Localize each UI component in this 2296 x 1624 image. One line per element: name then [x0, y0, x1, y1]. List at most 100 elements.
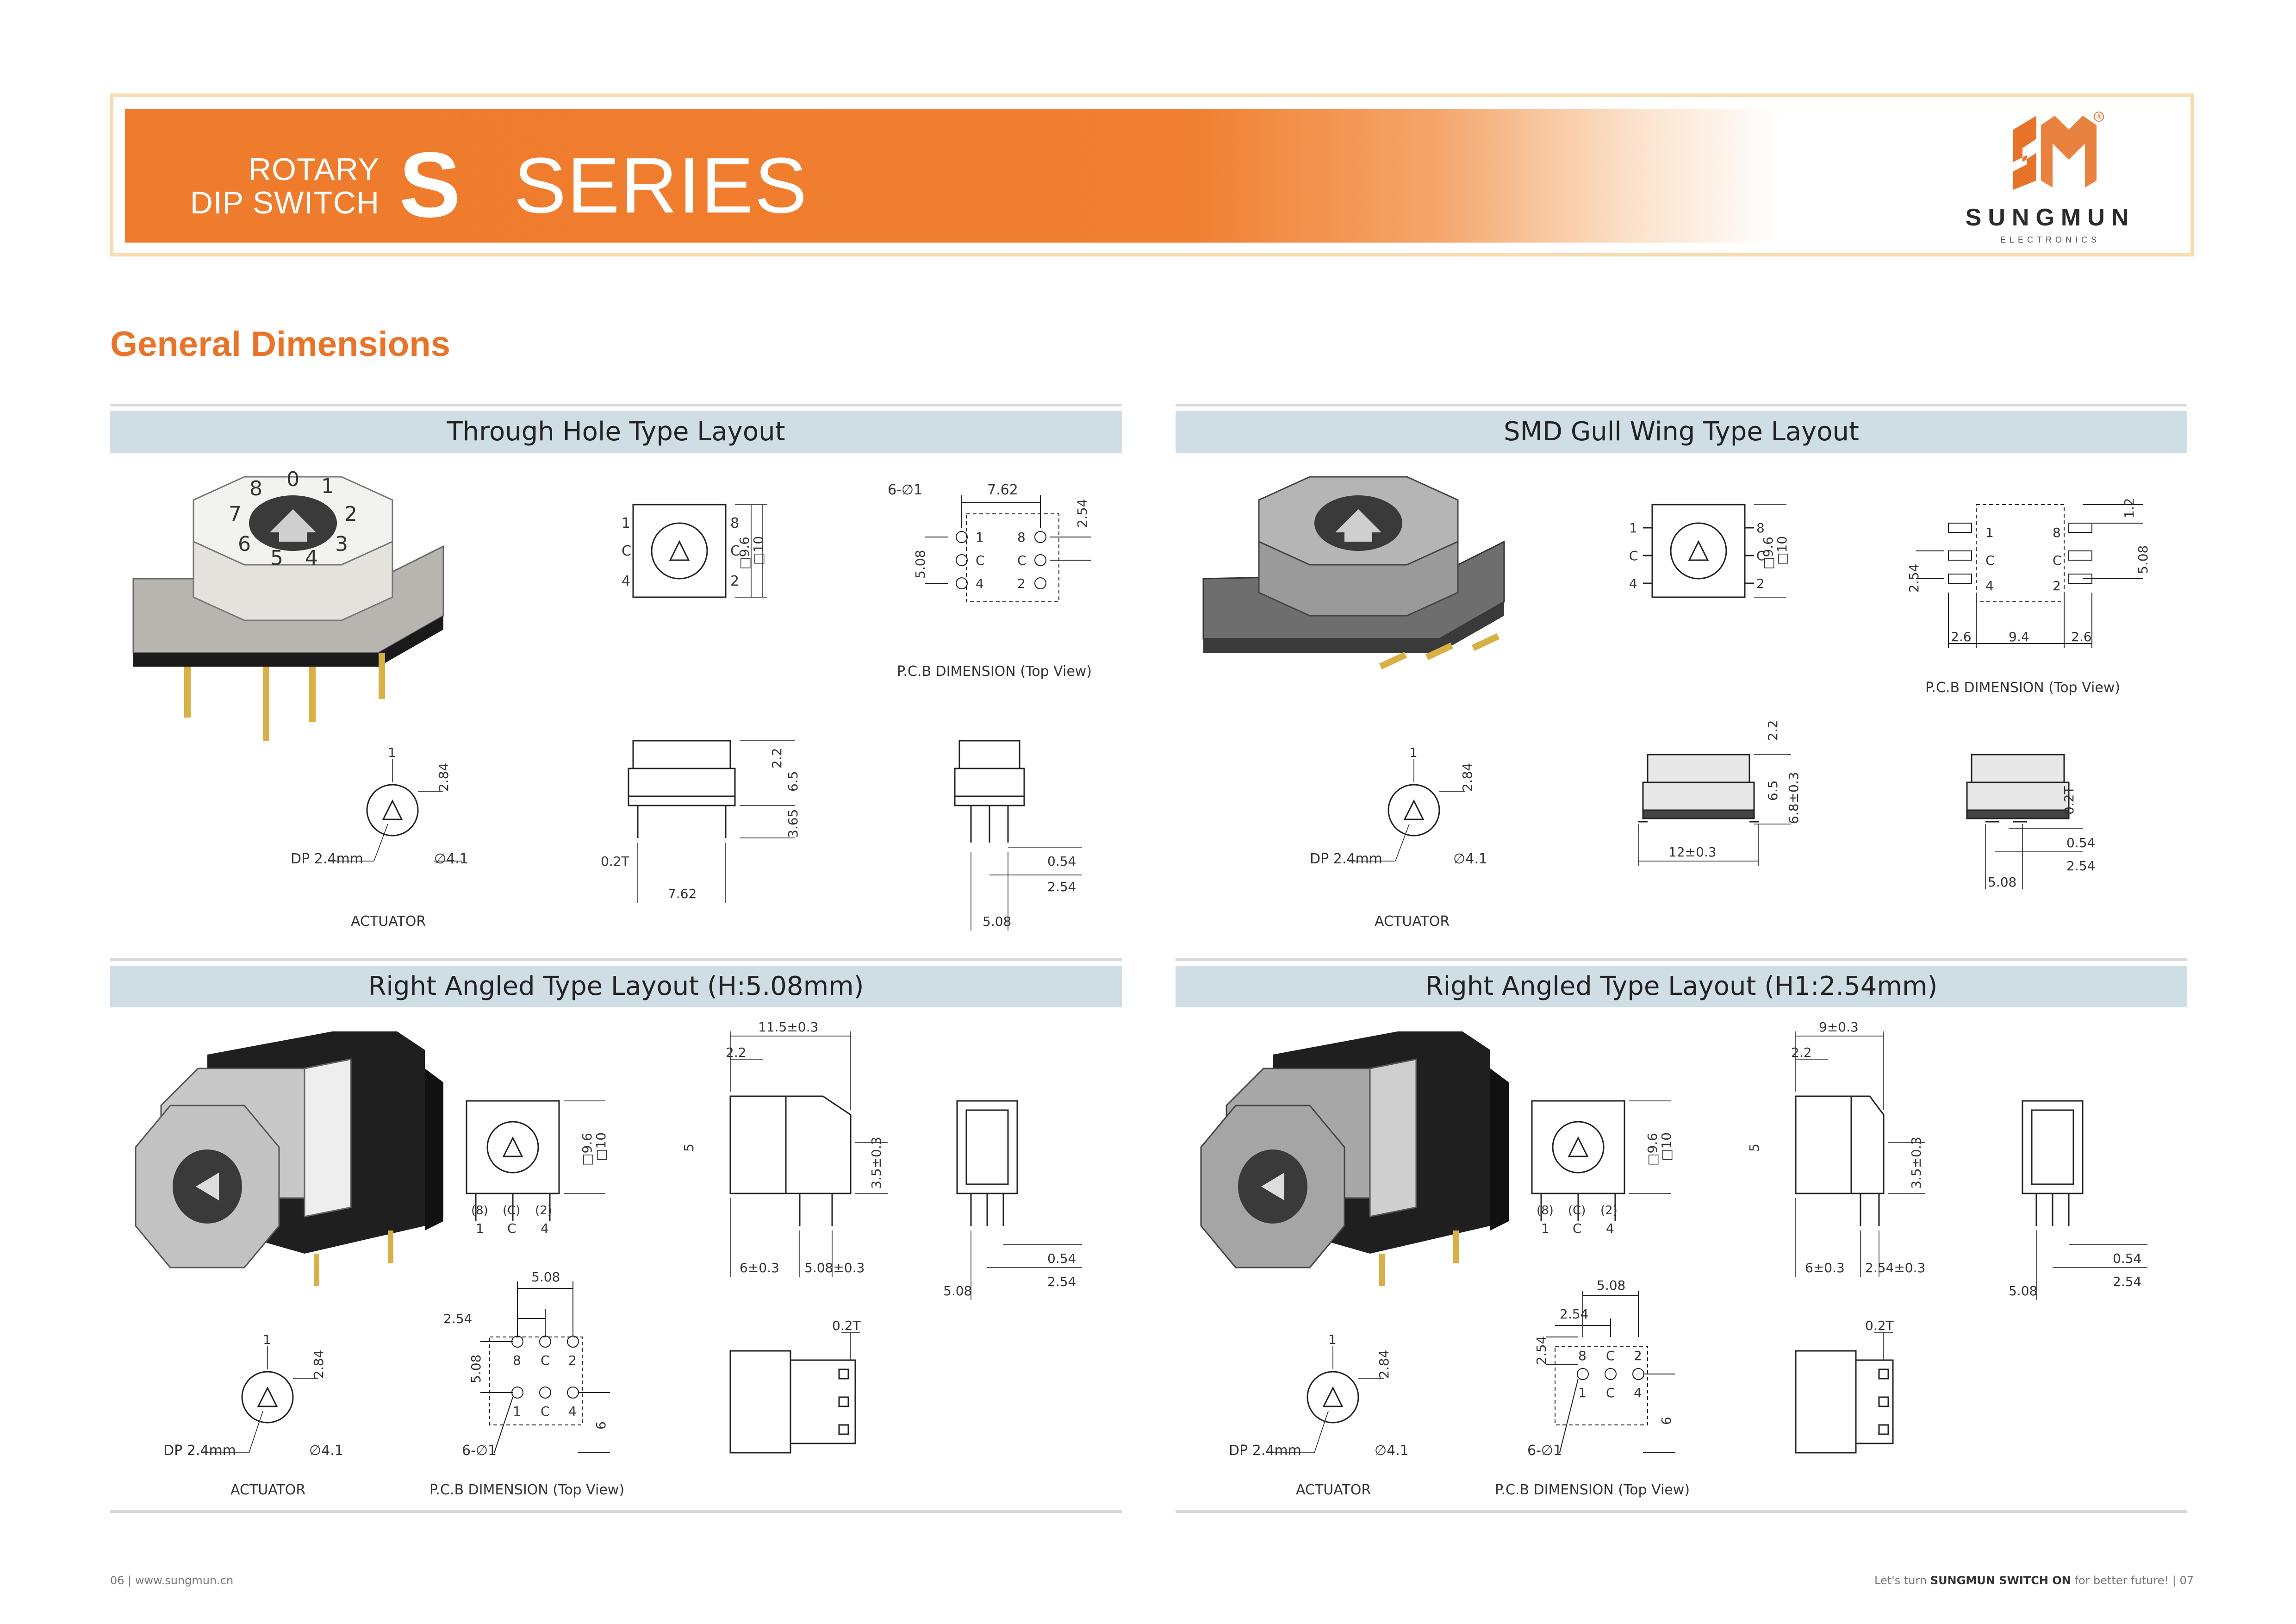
actuator-dimension: 2.84: [311, 1350, 326, 1379]
banner-strip: [125, 109, 2050, 243]
pcb-pin-label: C: [1606, 1385, 1615, 1400]
actuator-dimension: 1: [263, 1332, 271, 1347]
side-dimension: 3.65: [785, 809, 801, 838]
bottom-rule: [110, 1510, 1122, 1513]
pcb-pin-label: 2: [2053, 578, 2061, 593]
side-view-drawing: [1638, 754, 1791, 866]
side-dimension: 2.2: [769, 748, 784, 768]
dial-digit: 8: [249, 477, 262, 500]
actuator-diameter: ∅4.1: [434, 851, 468, 867]
pin-label: 4: [1606, 1221, 1614, 1236]
actuator-diameter: ∅4.1: [309, 1443, 343, 1459]
pin-label: 8: [1756, 520, 1765, 536]
pcb-caption: P.C.B DIMENSION (Top View): [429, 1482, 624, 1498]
pcb-pin-label: 8: [513, 1353, 521, 1368]
actuator-drawing: [328, 759, 462, 862]
switch-3d-image: [1200, 1031, 1509, 1286]
side-dimension: 2.2: [1765, 720, 1780, 741]
pin-label: 2: [1756, 576, 1765, 591]
end-dimension: 2.54: [1047, 879, 1076, 894]
footer-right-bold: SUNGMUN SWITCH ON: [1930, 1574, 2071, 1587]
panel-title-right-angled-254: Right Angled Type Layout (H1:2.54mm): [1176, 966, 2187, 1007]
side-dimension: 7.62: [668, 886, 697, 901]
bottom-dimension: 0.2T: [832, 1318, 861, 1333]
dial-digit: 2: [344, 502, 357, 526]
pcb-dimension: 6: [593, 1421, 609, 1430]
end-dimension: 0.54: [1047, 1251, 1076, 1266]
actuator-dimension: 1: [1328, 1332, 1337, 1347]
top-view-drawing: [466, 1100, 605, 1221]
pcb-dimension: 2.54: [1534, 1336, 1549, 1365]
panel-rule: [1176, 958, 2187, 961]
pcb-dimension: 6: [1659, 1417, 1674, 1425]
registered-mark: ®: [2096, 113, 2102, 121]
pin-label: (2): [535, 1204, 552, 1218]
pcb-dimension: 9.4: [2009, 629, 2029, 644]
dimension-label: □9.6: [1761, 537, 1776, 569]
pcb-pin-label: 2: [568, 1353, 577, 1368]
section-title: General Dimensions: [110, 325, 450, 364]
dial-digit: 4: [305, 546, 318, 570]
pcb-dimension: 2.54: [1075, 499, 1090, 528]
logo-wordmark: SUNGMUN: [1965, 204, 2135, 231]
pcb-pin-label: 8: [2053, 525, 2061, 540]
side-view-drawing: [729, 1031, 888, 1277]
bottom-rule: [1176, 1510, 2187, 1513]
panel-right-angled-254: (8) (C) (2) 1 C 4 □9.6 □10 9±0.3 2.2 5 3…: [1176, 1013, 2187, 1504]
side-dimension: 2.2: [1791, 1045, 1812, 1060]
side-dimension: 3.5±0.3: [1909, 1137, 1924, 1189]
pin-label: 4: [622, 573, 630, 589]
pcb-dimension: 2.54: [1560, 1306, 1588, 1322]
pcb-pin-label: 1: [1985, 525, 1994, 540]
pcb-pin-label: 8: [1578, 1348, 1587, 1363]
banner-line-rotary: ROTARY: [248, 152, 380, 187]
end-dimension: 5.08: [943, 1283, 972, 1299]
panel-rule: [110, 958, 1122, 961]
side-dimension: 12±0.3: [1668, 844, 1717, 860]
pcb-dimension: 5.08: [1597, 1278, 1625, 1293]
side-dimension: 6.5: [785, 771, 801, 792]
pcb-holes-label: 6-∅1: [1527, 1443, 1562, 1459]
bottom-dimension: 0.2T: [1865, 1318, 1894, 1333]
pin-label: 1: [1629, 520, 1637, 536]
actuator-drawing: [1268, 1346, 1384, 1453]
end-dimension: 5.08: [983, 914, 1011, 929]
side-dimension: 2.2: [726, 1045, 747, 1060]
end-view-drawing: [954, 740, 1082, 931]
top-view-drawing: [1643, 504, 1786, 598]
bottom-view-drawing: [1795, 1332, 1894, 1454]
pcb-pin-label: 4: [976, 576, 984, 591]
dial-digit: 6: [238, 532, 251, 556]
dimension-label: □10: [593, 1132, 609, 1161]
sungmun-logo-icon: ®: [2013, 112, 2104, 190]
side-dimension: 11.5±0.3: [758, 1019, 818, 1035]
dial-digit: 0: [286, 468, 299, 491]
dimension-label: □9.6: [1645, 1133, 1660, 1166]
pcb-holes-label: 6-∅1: [888, 482, 922, 498]
pcb-drawing: [925, 495, 1091, 602]
side-dimension: 5: [681, 1143, 697, 1152]
dimension-label: □10: [1774, 536, 1790, 565]
side-dimension: 6±0.3: [740, 1260, 779, 1275]
pcb-pin-label: 8: [1017, 530, 1026, 545]
footer-right-pre: Let's turn: [1874, 1574, 1930, 1587]
bottom-view-drawing: [729, 1332, 860, 1454]
top-view-drawing: [632, 504, 767, 598]
panel-rule: [1176, 404, 2187, 406]
side-view-drawing: [1795, 1031, 1925, 1277]
actuator-diameter: ∅4.1: [1375, 1443, 1409, 1459]
dial-digit: 1: [321, 475, 334, 498]
banner-series-letter: S: [399, 133, 461, 237]
pcb-dimension: 5.08: [2135, 545, 2151, 574]
actuator-caption: ACTUATOR: [351, 913, 426, 930]
pcb-pin-label: 1: [1578, 1385, 1587, 1400]
pcb-holes-label: 6-∅1: [462, 1443, 497, 1459]
pin-label: (8): [1537, 1204, 1554, 1218]
actuator-dp-label: DP 2.4mm: [1229, 1443, 1301, 1459]
pcb-caption: P.C.B DIMENSION (Top View): [1925, 680, 2120, 696]
dimension-label: □10: [1659, 1132, 1674, 1161]
pin-label: 8: [730, 515, 739, 531]
pcb-caption: P.C.B DIMENSION (Top View): [897, 663, 1092, 680]
pcb-dimension: 2.6: [1951, 629, 1972, 644]
actuator-dimension: 1: [388, 745, 396, 760]
